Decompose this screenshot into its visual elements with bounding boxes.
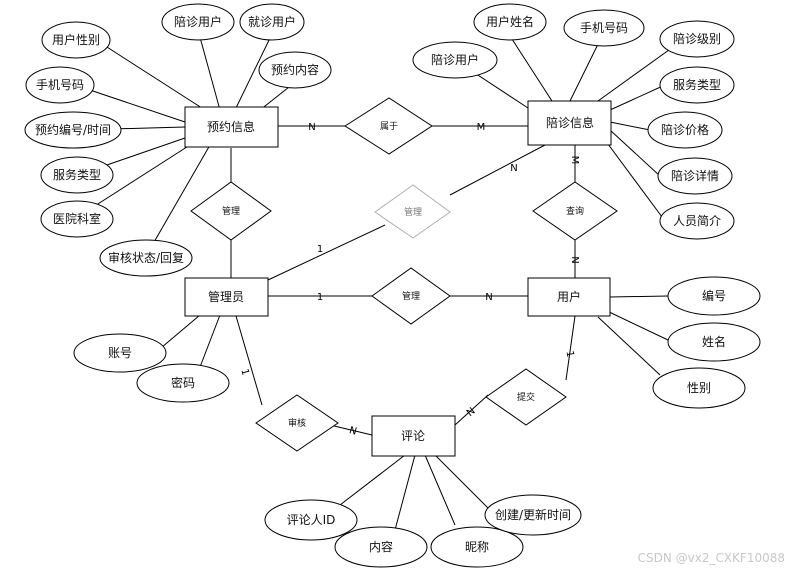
card-query-user: N (569, 256, 580, 263)
relation-submit: 提交 (517, 391, 535, 403)
attr-appointment-id-time: 预约编号/时间 (35, 122, 111, 137)
relation-diamond (485, 368, 567, 426)
attr-ellipse (334, 526, 428, 568)
relation-belongs: 属于 (380, 121, 398, 132)
attr-ellipse (659, 66, 735, 104)
entities: 预约信息 陪诊信息 管理员 用户 评论 (184, 100, 612, 457)
attr-ellipse (136, 363, 230, 403)
entity-appointment: 预约信息 (207, 119, 255, 134)
escort-info-attributes: 用户姓名 手机号码 陪诊级别 陪诊用户 服务类型 陪诊价格 陪诊详情 人员简介 (412, 3, 735, 240)
attr-ellipse (40, 200, 114, 238)
attr-user-id: 编号 (702, 288, 726, 303)
attr-ellipse (484, 494, 582, 536)
attr-gender: 性别 (687, 381, 711, 395)
attr-commenter-id: 评论人ID (287, 513, 336, 527)
entity-comment: 评论 (401, 429, 425, 443)
attr-ellipse (24, 111, 122, 149)
attr-user-name: 用户姓名 (486, 14, 534, 29)
attr-ellipse (652, 367, 746, 409)
relation-query: 查询 (566, 205, 584, 217)
attr-ellipse (239, 3, 305, 41)
attr-password: 密码 (171, 375, 195, 390)
attr-ellipse (41, 21, 111, 59)
attr-visit-user: 就诊用户 (248, 14, 296, 29)
attr-ellipse (659, 202, 735, 240)
relation-manage-appointment: 管理 (222, 205, 240, 217)
relation-diamond (344, 97, 433, 155)
entity-box (527, 100, 612, 146)
attr-ellipse (657, 157, 733, 195)
attr-escort-price: 陪诊价格 (661, 122, 709, 137)
card-manage-escort-admin: 1 (317, 244, 323, 255)
relationships: 属于 管理 管理 查询 管理 审核 提交 (190, 97, 618, 452)
relation-diamond (532, 181, 618, 241)
relation-review: 审核 (288, 417, 306, 429)
attr-ellipse (161, 3, 235, 41)
card-review-comment: N (348, 425, 358, 438)
attr-ellipse (258, 51, 332, 89)
attr-phone: 手机号码 (580, 21, 628, 35)
card-manage-user-user: N (485, 292, 492, 303)
attr-hospital-dept: 医院科室 (53, 211, 101, 226)
card-submit-user: 1 (564, 350, 576, 358)
relation-diamond (255, 394, 339, 452)
card-manage-escort-info: N (510, 163, 517, 174)
attr-nickname: 昵称 (465, 540, 489, 554)
appointment-attributes: 用户性别 陪诊用户 就诊用户 预约内容 手机号码 预约编号/时间 服务类型 医院… (24, 3, 332, 277)
attr-ellipse (473, 3, 547, 41)
attr-escort-level: 陪诊级别 (673, 31, 721, 46)
entity-user: 用户 (557, 289, 581, 304)
watermark: CSDN @vx2_CXKF10088 (638, 551, 785, 565)
attr-account: 账号 (108, 346, 132, 360)
relation-diamond (190, 181, 272, 241)
entity-box (527, 277, 611, 317)
attr-phone: 手机号码 (36, 78, 84, 92)
attr-escort-details: 陪诊详情 (671, 168, 719, 183)
entity-box (184, 106, 279, 148)
relation-manage-escort: 管理 (404, 206, 422, 218)
attr-review-status: 审核状态/回复 (108, 250, 184, 265)
entity-box (371, 415, 456, 457)
attr-escort-user: 陪诊用户 (431, 52, 479, 67)
admin-attributes: 账号 密码 (73, 333, 230, 403)
entity-admin: 管理员 (208, 289, 244, 304)
attr-service-type: 服务类型 (53, 167, 101, 182)
entity-box (184, 277, 269, 317)
attr-content: 内容 (369, 539, 393, 554)
card-manage-user-admin: 1 (317, 292, 323, 303)
attr-staff-intro: 人员简介 (673, 214, 721, 228)
relation-diamond (374, 184, 451, 239)
attr-ellipse (430, 526, 524, 568)
attr-ellipse (667, 276, 761, 316)
card-submit-comment: N (465, 406, 478, 419)
attr-ellipse (667, 322, 761, 362)
cardinalities: N M 1 N M N 1 N 1 N 1 N (238, 122, 580, 438)
attr-ellipse (264, 499, 358, 541)
card-belongs-left: N (308, 122, 315, 133)
entity-escort-info: 陪诊信息 (546, 115, 594, 130)
user-attributes: 编号 姓名 性别 (652, 276, 761, 409)
attr-created-updated-time: 创建/更新时间 (495, 507, 571, 522)
relation-diamond (371, 267, 451, 325)
attr-ellipse (563, 9, 645, 47)
card-query-escort: M (569, 156, 580, 165)
attr-appointment-content: 预约内容 (271, 62, 319, 77)
attr-ellipse (659, 20, 735, 58)
attr-ellipse (412, 41, 498, 79)
attr-ellipse (647, 111, 723, 149)
card-belongs-right: M (477, 122, 486, 133)
attr-ellipse (73, 333, 167, 373)
attr-ellipse (40, 156, 114, 194)
card-review-admin: 1 (238, 368, 250, 377)
attr-service-type: 服务类型 (673, 77, 721, 92)
relation-manage-user: 管理 (402, 290, 420, 302)
attr-ellipse (25, 66, 95, 104)
attr-ellipse (99, 239, 193, 277)
attr-escort-user: 陪诊用户 (174, 14, 222, 29)
comment-attributes: 评论人ID 内容 昵称 创建/更新时间 (264, 494, 582, 568)
attr-user-gender: 用户性别 (52, 32, 100, 47)
attr-name: 姓名 (702, 334, 726, 349)
